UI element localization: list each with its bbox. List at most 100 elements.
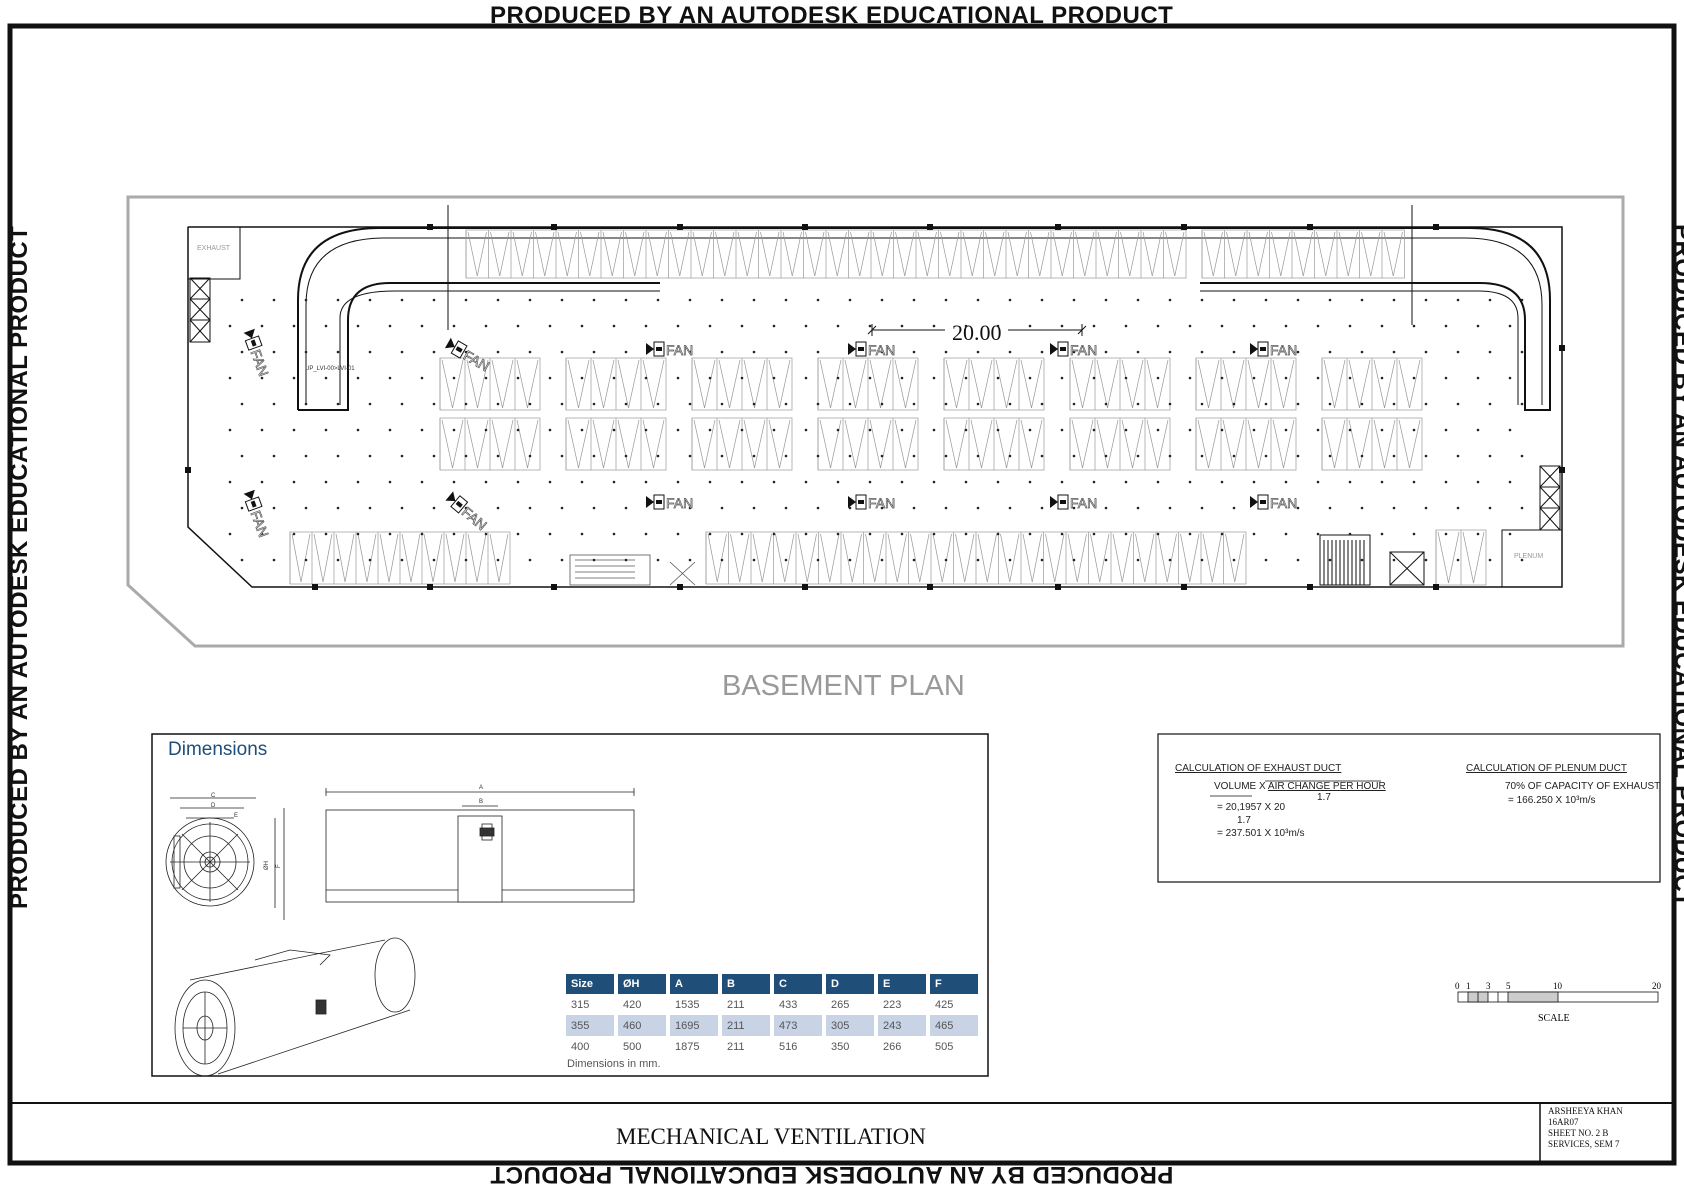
parking-bay-group xyxy=(1321,417,1423,471)
table-header: E xyxy=(876,974,930,994)
jet-fan: FAN xyxy=(243,328,272,379)
parking-bay-group xyxy=(439,357,541,411)
jet-fan: FAN xyxy=(444,337,493,375)
exhaust-calc-line2-den: 1.7 xyxy=(1237,815,1251,826)
parking-bay-group xyxy=(943,417,1045,471)
parking-bay-group xyxy=(1069,357,1171,411)
table-cell: 433 xyxy=(772,994,826,1015)
parking-bays xyxy=(289,229,1487,586)
table-cell: 473 xyxy=(772,1015,826,1036)
table-cell: 305 xyxy=(824,1015,878,1036)
exhaust-calc-line1-num: AIR CHANGE PER HOUR xyxy=(1267,781,1386,792)
exhaust-calc-title: CALCULATION OF EXHAUST DUCT xyxy=(1175,763,1342,774)
exhaust-label: EXHAUST xyxy=(197,245,231,252)
jet-fan: FAN xyxy=(646,341,694,358)
fan-label: FAN xyxy=(868,495,895,511)
jet-fan: FAN xyxy=(1050,341,1098,358)
exhaust-calc-line3: = 237.501 X 10³m/s xyxy=(1217,828,1305,839)
table-cell: 315 xyxy=(566,994,618,1015)
table-header: C xyxy=(772,974,826,994)
jet-fan: FAN xyxy=(1250,494,1298,511)
exhaust-calc-line1-den: 1.7 xyxy=(1317,792,1331,803)
dim-label-F: F xyxy=(276,864,282,868)
table-cell: 355 xyxy=(566,1015,618,1036)
parking-bay-group xyxy=(705,531,1247,585)
dim-label-H: ØH xyxy=(264,861,270,870)
plenum-calc-title: CALCULATION OF PLENUM DUCT xyxy=(1466,763,1627,774)
parking-bay-group xyxy=(1069,417,1171,471)
scale-tick-0: 0 xyxy=(1455,981,1460,991)
table-cell: 460 xyxy=(616,1015,670,1036)
parking-bay-group xyxy=(465,229,1187,279)
table-cell: 350 xyxy=(824,1036,878,1057)
sheet-number: SHEET NO. 2 B xyxy=(1548,1128,1609,1138)
staircase-left xyxy=(569,554,696,586)
dim-label-B: B xyxy=(479,799,483,805)
sprinkler-dot-group xyxy=(228,298,1524,562)
table-cell: 400 xyxy=(566,1036,618,1057)
plenum-label: PLENUM xyxy=(1514,553,1543,560)
table-header: ØH xyxy=(616,974,670,994)
fan-label: FAN xyxy=(459,503,490,533)
sheet-title: MECHANICAL VENTILATION xyxy=(616,1124,926,1149)
table-cell: 1535 xyxy=(668,994,722,1015)
table-cell: 223 xyxy=(876,994,930,1015)
table-cell: 243 xyxy=(876,1015,930,1036)
table-cell: 211 xyxy=(720,994,774,1015)
fan-label: FAN xyxy=(461,347,493,374)
exhaust-calc-line2: = 20,1957 X 20 xyxy=(1217,802,1286,813)
fan-label: FAN xyxy=(1270,495,1297,511)
student-name: ARSHEEYA KHAN xyxy=(1548,1106,1623,1116)
jet-fan: FAN xyxy=(848,494,896,511)
jet-fan: FAN xyxy=(1050,494,1098,511)
jet-fan: FAN xyxy=(646,494,694,511)
dimension-20 xyxy=(867,324,1087,336)
structural-column-group xyxy=(185,224,1565,590)
table-row: 315 420 1535 211 433 265 223 425 xyxy=(566,994,982,1015)
table-row: 400 500 1875 211 516 350 266 505 xyxy=(566,1036,982,1057)
parking-bay-group xyxy=(817,357,919,411)
basement-plan-title: BASEMENT PLAN xyxy=(722,670,965,702)
dim-label-D: D xyxy=(211,803,216,809)
parking-bay-group xyxy=(1195,357,1297,411)
fan-label: FAN xyxy=(666,495,693,511)
dim-label-A: A xyxy=(479,785,483,791)
dim-label-E: E xyxy=(234,813,238,819)
exhaust-shaft-left xyxy=(189,277,211,343)
table-cell: 465 xyxy=(928,1015,982,1036)
scale-bar xyxy=(1457,991,1659,1003)
table-cell: 500 xyxy=(616,1036,670,1057)
table-note: Dimensions in mm. xyxy=(567,1058,661,1070)
parking-bay-group xyxy=(565,357,667,411)
table-cell: 420 xyxy=(616,994,670,1015)
staircase-right xyxy=(1319,534,1425,586)
parking-bay-group xyxy=(691,417,793,471)
table-header: B xyxy=(720,974,774,994)
parking-bay-group xyxy=(1321,357,1423,411)
fan-label: FAN xyxy=(1270,342,1297,358)
jet-fan: FAN xyxy=(243,489,272,540)
parking-bay-group xyxy=(439,417,541,471)
parking-bay-group xyxy=(817,417,919,471)
parking-bay-group xyxy=(565,417,667,471)
basement-outline xyxy=(187,226,1563,588)
fan-label: FAN xyxy=(1070,342,1097,358)
table-cell: 211 xyxy=(720,1036,774,1057)
parking-bay-group xyxy=(1195,417,1297,471)
plenum-room xyxy=(1501,529,1563,588)
parking-bay-group xyxy=(1201,229,1405,279)
table-cell: 211 xyxy=(720,1015,774,1036)
dimensions-title: Dimensions xyxy=(168,739,268,760)
site-boundary xyxy=(126,195,1625,648)
dimension-value: 20.00 xyxy=(952,320,1002,345)
exhaust-shaft-right xyxy=(1539,465,1561,531)
parking-bay-group xyxy=(943,357,1045,411)
sprinkler-dots xyxy=(185,224,1565,590)
table-cell: 1875 xyxy=(668,1036,722,1057)
jet-fan: FAN xyxy=(445,491,490,534)
scale-tick-1: 1 xyxy=(1466,981,1471,991)
exhaust-calc-line1-pre: VOLUME X xyxy=(1214,781,1268,792)
plenum-calc-line1: 70% OF CAPACITY OF EXHAUST xyxy=(1505,781,1661,792)
fan-label: FAN xyxy=(868,342,895,358)
dimensions-table: Size ØH A B C D E F 315 420 1535 211 433… xyxy=(566,974,982,1057)
